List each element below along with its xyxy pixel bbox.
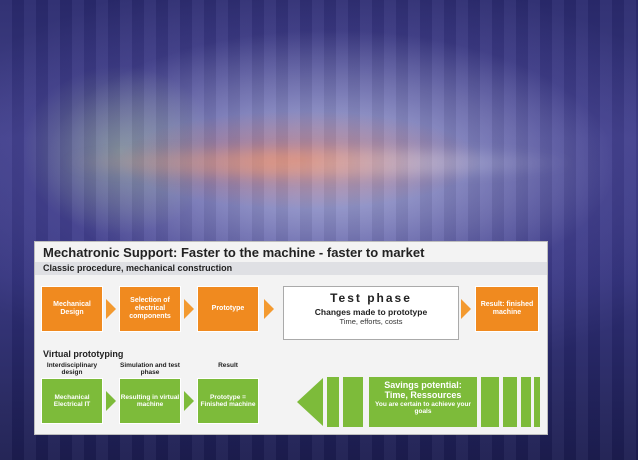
label-simulation: Simulation and test phase: [120, 362, 180, 377]
light-streak: [60, 150, 580, 176]
step-result: Result: finished machine: [475, 286, 539, 332]
savings-bar: [327, 377, 339, 427]
savings-bar: [534, 377, 540, 427]
arrow-right-icon: [184, 391, 194, 411]
test-phase-detail: Time, efforts, costs: [339, 317, 403, 326]
test-phase-subtitle: Changes made to prototype: [314, 307, 428, 317]
diagram-title: Mechatronic Support: Faster to the machi…: [43, 245, 425, 260]
diagram-panel: Mechatronic Support: Faster to the machi…: [34, 241, 548, 435]
savings-bar: [521, 377, 531, 427]
arrow-right-icon: [461, 299, 471, 319]
step-finished-machine: Prototype = Finished machine: [197, 378, 259, 424]
arrow-right-icon: [264, 299, 274, 319]
arrow-right-icon: [106, 391, 116, 411]
label-result: Result: [218, 362, 238, 369]
step-mechanical-design: Mechanical Design: [41, 286, 103, 332]
savings-bar: [343, 377, 363, 427]
arrow-left-icon: [297, 378, 323, 426]
savings-bar: [481, 377, 499, 427]
label-interdisciplinary: Interdisciplinary design: [46, 362, 98, 377]
step-selection-electrical: Selection of electrical components: [119, 286, 181, 332]
virtual-heading: Virtual prototyping: [43, 349, 124, 359]
arrow-right-icon: [106, 299, 116, 319]
step-mechanical-electrical-it: Mechanical Electrical IT: [41, 378, 103, 424]
savings-value: Time, Ressources: [384, 390, 462, 400]
savings-note: You are certain to achieve your goals: [375, 401, 471, 416]
step-virtual-machine: Resulting in virtual machine: [119, 378, 181, 424]
savings-title: Savings potential:: [384, 380, 462, 390]
classic-heading: Classic procedure, mechanical constructi…: [43, 263, 233, 273]
classic-heading-bar: Classic procedure, mechanical constructi…: [35, 262, 547, 275]
savings-bar: [503, 377, 517, 427]
test-phase-title: Test phase: [330, 291, 412, 305]
test-phase-box: Test phase Changes made to prototype Tim…: [283, 286, 459, 340]
step-prototype: Prototype: [197, 286, 259, 332]
savings-box: Savings potential: Time, Ressources You …: [369, 377, 477, 427]
arrow-right-icon: [184, 299, 194, 319]
